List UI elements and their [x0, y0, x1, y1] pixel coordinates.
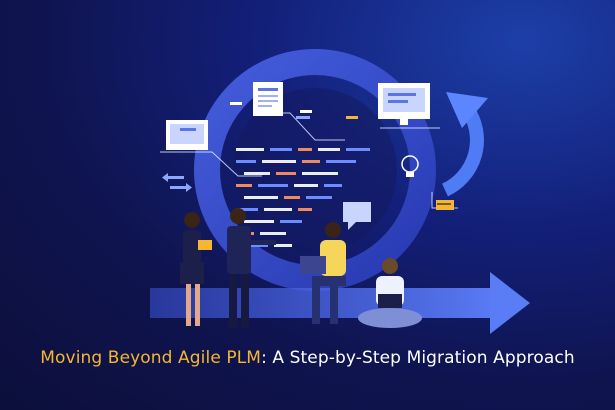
- caption-highlight: Moving Beyond Agile PLM: [40, 348, 262, 368]
- progress-arrow-icon: [150, 272, 530, 334]
- document-icon: [253, 82, 283, 116]
- person-sitting-yellow: [300, 222, 346, 324]
- monitor-icon: [378, 83, 430, 125]
- caption-rest: : A Step-by-Step Migration Approach: [261, 348, 575, 368]
- lightbulb-icon: [401, 155, 419, 177]
- laptop-icon: [378, 294, 402, 308]
- code-lines: [236, 148, 370, 247]
- banner-caption: Moving Beyond Agile PLM: A Step-by-Step …: [0, 348, 615, 368]
- person-man-standing: [227, 208, 276, 328]
- person-woman-tablet: [180, 212, 212, 326]
- chat-bubble-icon: [343, 202, 371, 230]
- person-cross-legged-laptop: [358, 258, 422, 328]
- refresh-arrow-icon: [441, 92, 488, 197]
- monitor-icon: [166, 120, 208, 150]
